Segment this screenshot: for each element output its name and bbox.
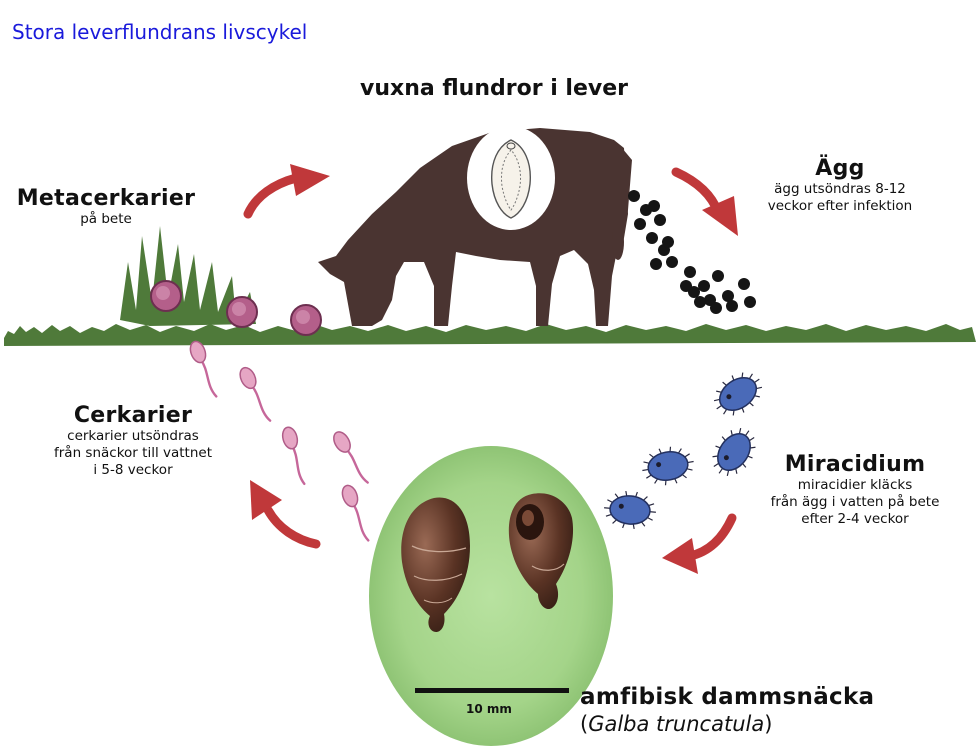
miracidium-desc-3: efter 2-4 veckor <box>801 511 909 527</box>
sci-open-paren: ( <box>580 712 589 736</box>
cercaria <box>281 426 306 486</box>
cercaria-cluster <box>189 340 370 542</box>
metacercaria-stage-label: Metacerkarier på bete <box>6 186 206 228</box>
cercaria-desc-2: från snäckor till vattnet <box>54 445 212 461</box>
egg <box>666 256 678 268</box>
snail-shell-right <box>508 493 574 610</box>
egg <box>694 296 706 308</box>
miracidium-stage-label: Miracidium miracidier kläcks från ägg i … <box>740 452 970 528</box>
snail-heading: amfibisk dammsnäcka <box>580 684 875 710</box>
arrow-meta-to-cow <box>243 164 330 219</box>
cercaria <box>189 340 218 398</box>
egg-desc-1: ägg utsöndras 8-12 <box>774 181 906 197</box>
egg <box>650 258 662 270</box>
miracidium <box>712 427 756 477</box>
page-title: Stora leverflundrans livscykel <box>12 20 308 44</box>
egg <box>698 280 710 292</box>
miracidium-heading: Miracidium <box>784 452 926 477</box>
egg-desc-2: veckor efter infektion <box>767 198 913 214</box>
snail-scientific-name: (Galba truncatula) <box>580 712 874 736</box>
cercaria-desc-3: i 5-8 veckor <box>93 462 173 478</box>
metacercaria-cyst <box>150 280 182 312</box>
cercaria <box>239 366 272 422</box>
egg <box>628 190 640 202</box>
snail-photo <box>369 446 613 746</box>
egg <box>726 300 738 312</box>
egg <box>680 280 692 292</box>
cycle-arrows <box>243 164 738 574</box>
egg-heading: Ägg <box>815 156 865 181</box>
metacercaria-cluster <box>150 280 322 336</box>
scale-bar-label: 10 mm <box>466 702 512 716</box>
egg-stage-label: Ägg ägg utsöndras 8-12 veckor efter infe… <box>735 156 945 215</box>
cercaria-desc-1: cerkarier utsöndras <box>67 428 199 444</box>
metacercaria-heading: Metacerkarier <box>16 186 196 211</box>
metacercaria-cyst <box>290 304 322 336</box>
arrow-eggs-to-miracidium <box>662 513 737 574</box>
miracidium <box>713 372 763 416</box>
cercaria-heading: Cerkarier <box>73 403 193 428</box>
sci-name: Galba truncatula <box>588 712 765 736</box>
miracidium-desc-1: miracidier kläcks <box>797 477 913 493</box>
miracidium-cluster <box>604 372 763 530</box>
cercaria <box>341 484 370 542</box>
egg <box>662 236 674 248</box>
miracidium <box>642 446 694 486</box>
egg <box>654 214 666 226</box>
metacercaria-desc-1: på bete <box>80 211 132 227</box>
egg <box>710 302 722 314</box>
egg <box>738 278 750 290</box>
egg <box>722 290 734 302</box>
arrow-cow-to-eggs <box>671 167 738 236</box>
egg <box>684 266 696 278</box>
miracidium <box>604 490 656 530</box>
snail-stage-label: amfibisk dammsnäcka (Galba truncatula) <box>580 684 874 736</box>
snail-shell-left <box>401 497 470 632</box>
egg <box>634 218 646 230</box>
egg <box>712 270 724 282</box>
arrow-snail-to-cercariae <box>250 480 321 549</box>
adults-label: vuxna flundror i lever <box>360 76 628 101</box>
egg <box>646 232 658 244</box>
miracidium-desc-2: från ägg i vatten på bete <box>770 494 940 510</box>
metacercaria-cyst <box>226 296 258 328</box>
fluke-in-liver <box>467 126 555 230</box>
cercaria-stage-label: Cerkarier cerkarier utsöndras från snäck… <box>28 403 238 479</box>
egg-cluster <box>628 190 756 314</box>
sci-close-paren: ) <box>764 712 773 736</box>
egg <box>744 296 756 308</box>
scale-bar <box>415 688 569 693</box>
cercaria <box>333 431 369 484</box>
egg <box>648 200 660 212</box>
